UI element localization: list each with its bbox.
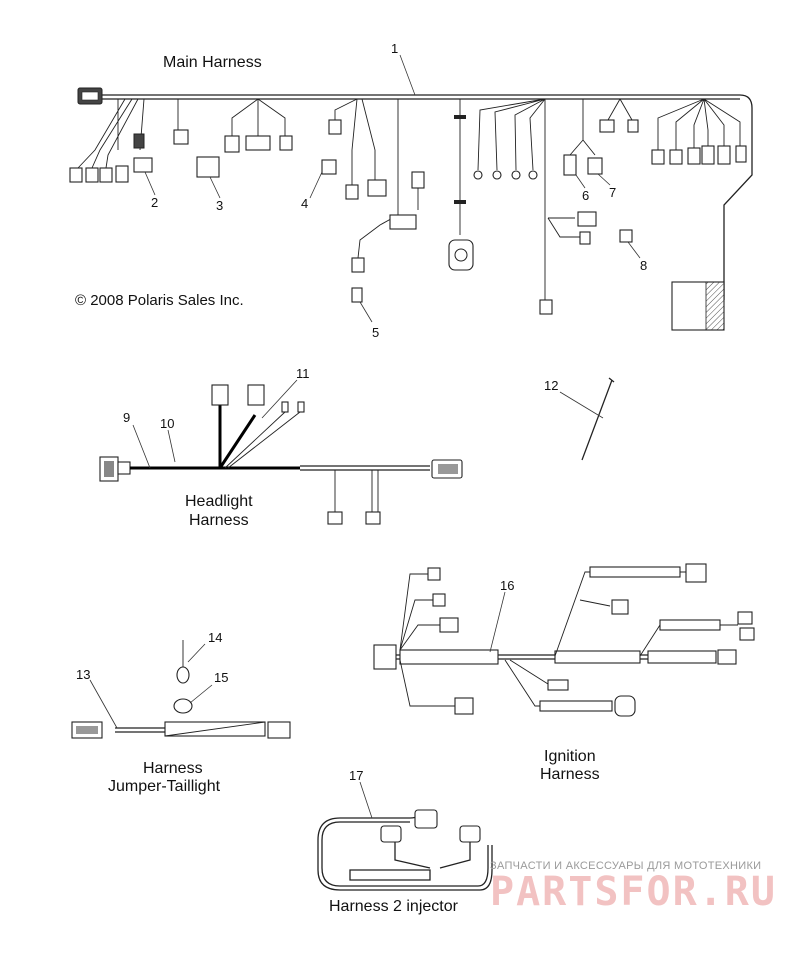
svg-text:17: 17 bbox=[349, 768, 363, 783]
svg-text:11: 11 bbox=[296, 366, 310, 381]
watermark: ЗАПЧАСТИ И АКСЕССУАРЫ ДЛЯ МОТОТЕХНИКИ PA… bbox=[490, 860, 777, 915]
injector-connector-3 bbox=[459, 825, 481, 843]
bulb-socket-15 bbox=[173, 698, 193, 714]
injector-harness: 17 Harness 2 injector bbox=[317, 768, 493, 915]
svg-text:8: 8 bbox=[640, 258, 647, 273]
cable-tie: 12 bbox=[544, 377, 615, 461]
watermark-tagline: ЗАПЧАСТИ И АКСЕССУАРЫ ДЛЯ МОТОТЕХНИКИ bbox=[490, 860, 761, 872]
svg-text:Harness: Harness bbox=[189, 512, 249, 529]
copyright-notice: © 2008 Polaris Sales Inc. bbox=[75, 292, 244, 309]
connector-d bbox=[115, 165, 129, 183]
branch-wires-left bbox=[77, 98, 145, 169]
main-trunk-wire bbox=[100, 94, 753, 300]
connector-a bbox=[69, 167, 83, 183]
svg-text:Harness: Harness bbox=[143, 760, 203, 777]
svg-text:14: 14 bbox=[208, 630, 222, 645]
taillight-jumper-harness: 14 15 13 Harness Jumper-Taillight bbox=[71, 630, 291, 795]
svg-text:7: 7 bbox=[609, 185, 616, 200]
taillight-connector-right bbox=[267, 721, 291, 739]
connector-8 bbox=[619, 229, 633, 243]
round-connector bbox=[448, 239, 474, 271]
svg-text:2: 2 bbox=[151, 195, 158, 210]
taillight-bulb-14 bbox=[176, 666, 190, 684]
connector-6 bbox=[563, 154, 577, 176]
main-harness: Main Harness 2 3 4 bbox=[69, 41, 753, 340]
svg-text:13: 13 bbox=[76, 667, 90, 682]
svg-text:1: 1 bbox=[391, 41, 398, 56]
connector-2 bbox=[133, 157, 153, 173]
headlight-harness: 9 10 11 Headlight Harness bbox=[99, 366, 463, 529]
sensor-fan-wires bbox=[477, 98, 546, 300]
ignition-connector-main bbox=[373, 644, 397, 670]
svg-text:12: 12 bbox=[544, 378, 558, 393]
svg-text:16: 16 bbox=[500, 578, 514, 593]
injector-connector-2 bbox=[380, 825, 402, 843]
svg-text:15: 15 bbox=[214, 670, 228, 685]
connector-4 bbox=[321, 159, 337, 175]
headlight-bulb-plug-left bbox=[211, 384, 229, 406]
headlight-bulb-plug-right bbox=[247, 384, 265, 406]
svg-text:Ignition: Ignition bbox=[544, 748, 596, 765]
svg-text:Headlight: Headlight bbox=[185, 493, 253, 510]
svg-text:5: 5 bbox=[372, 325, 379, 340]
connector-small bbox=[173, 129, 189, 145]
connector-7 bbox=[587, 157, 603, 175]
svg-text:4: 4 bbox=[301, 196, 308, 211]
connector-5 bbox=[351, 287, 363, 303]
svg-text:9: 9 bbox=[123, 410, 130, 425]
connector-e bbox=[133, 133, 145, 149]
svg-text:6: 6 bbox=[582, 188, 589, 203]
svg-text:Harness: Harness bbox=[540, 766, 600, 783]
injector-connector-1 bbox=[414, 809, 438, 829]
main-harness-title: Main Harness bbox=[163, 54, 262, 71]
ignition-harness: 16 Ignition Harness bbox=[373, 563, 755, 783]
svg-text:3: 3 bbox=[216, 198, 223, 213]
connector-c bbox=[99, 167, 113, 183]
watermark-brand: PARTSFOR.RU bbox=[490, 869, 777, 915]
svg-text:10: 10 bbox=[160, 416, 174, 431]
relay-3 bbox=[196, 156, 220, 178]
connector-b bbox=[85, 167, 99, 183]
ignition-round-plug bbox=[614, 695, 636, 717]
svg-text:Jumper-Taillight: Jumper-Taillight bbox=[108, 778, 221, 795]
svg-text:Harness 2 injector: Harness 2 injector bbox=[329, 898, 459, 915]
